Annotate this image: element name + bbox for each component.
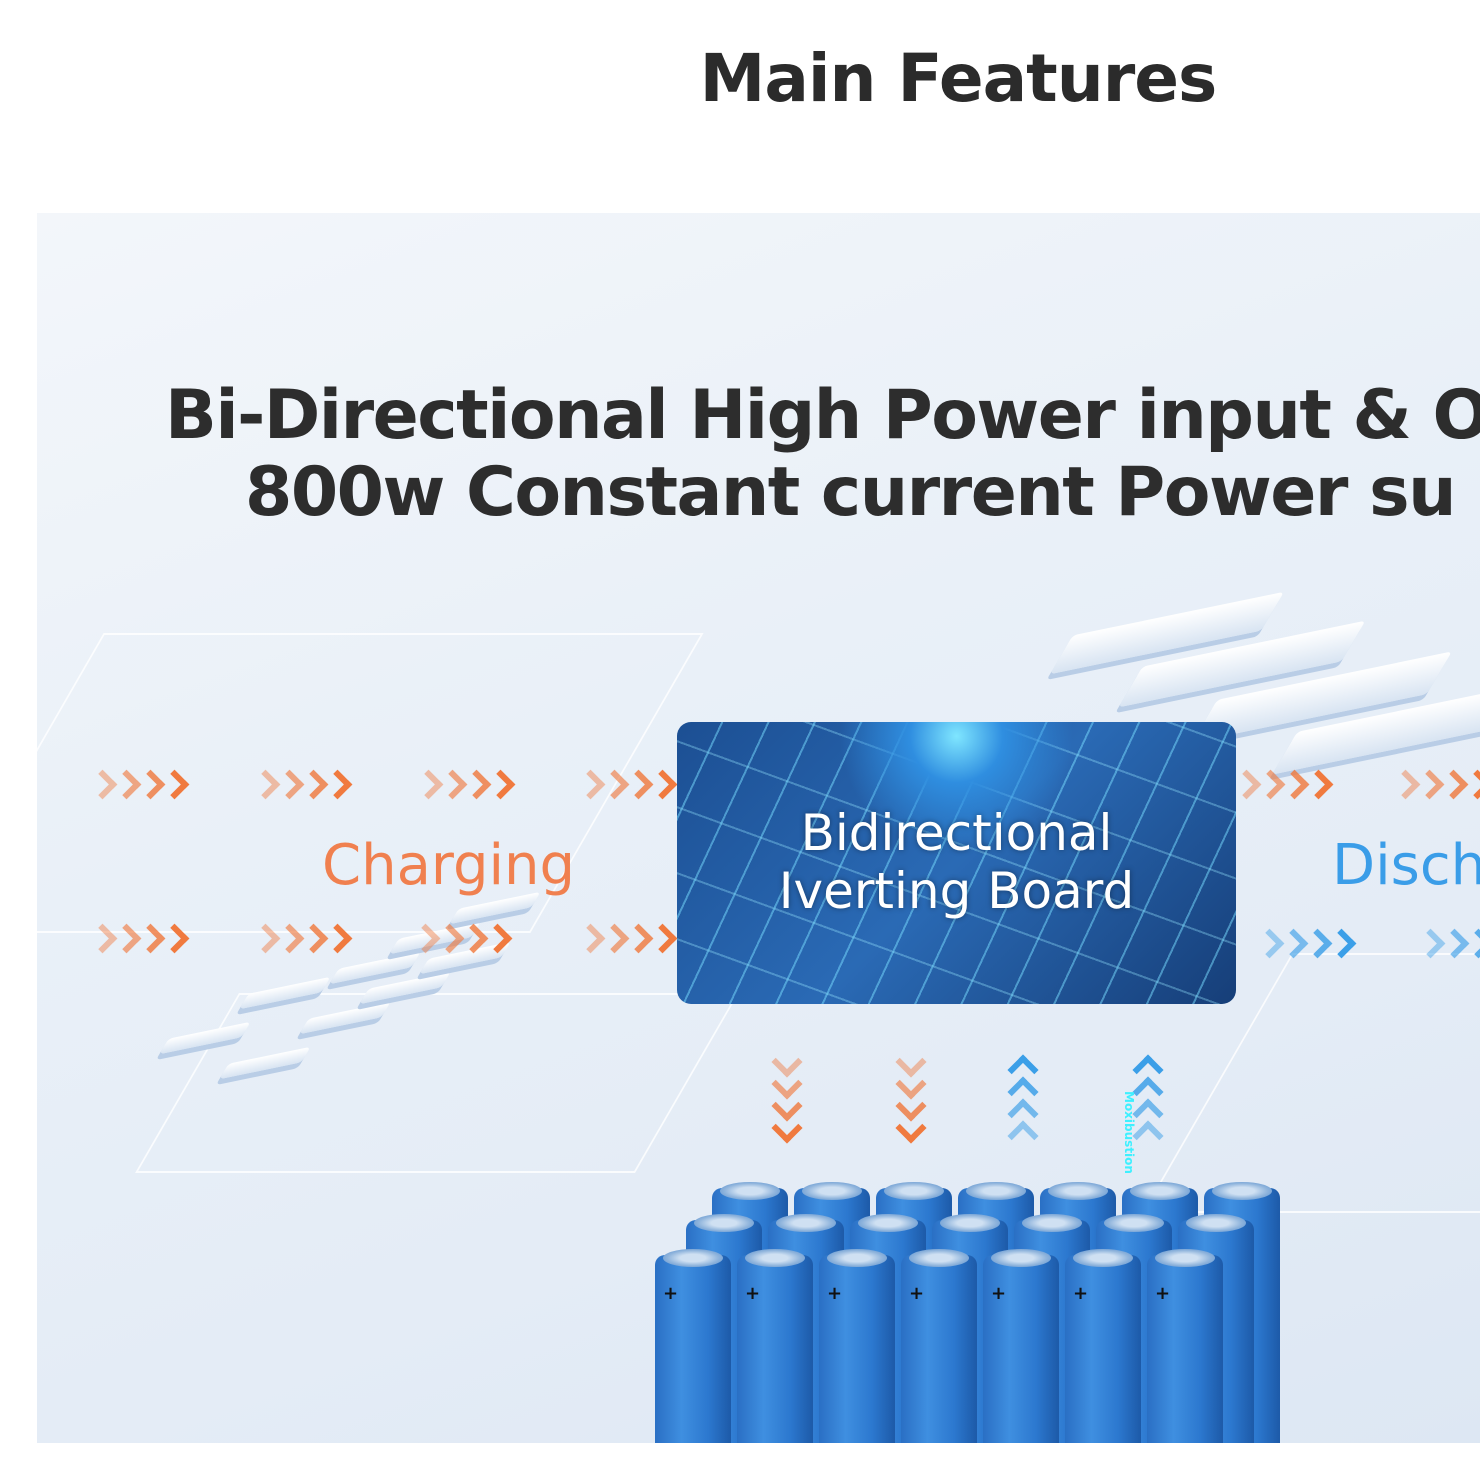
battery-cap — [1073, 1249, 1133, 1267]
plus-icon: + — [745, 1283, 761, 1304]
battery-cell: + — [819, 1249, 895, 1443]
chevron-right-icon — [1259, 928, 1355, 958]
plus-icon: + — [909, 1283, 925, 1304]
battery-cap — [694, 1214, 754, 1232]
battery-cell: + — [983, 1249, 1059, 1443]
battery-cap — [1155, 1249, 1215, 1267]
battery-cap — [720, 1182, 780, 1200]
headline-line-1: Bi-Directional High Power input & O — [165, 376, 1480, 455]
chevron-right-icon — [1395, 769, 1480, 799]
chevron-down-icon — [768, 1051, 802, 1139]
chevron-right-icon — [92, 923, 188, 953]
board-label-line-2: Iverting Board — [778, 862, 1135, 920]
battery-cap — [991, 1249, 1051, 1267]
page-title: Main Features — [699, 40, 1218, 117]
battery-cap — [909, 1249, 969, 1267]
battery-cell: + — [737, 1249, 813, 1443]
chevron-right-icon — [255, 923, 351, 953]
inverting-board-image: Bidirectional Iverting Board — [677, 722, 1236, 1004]
battery-cap — [745, 1249, 805, 1267]
board-label: Bidirectional Iverting Board — [677, 804, 1236, 920]
plus-icon: + — [827, 1283, 843, 1304]
chip — [329, 951, 421, 985]
battery-cell: + — [1147, 1249, 1223, 1443]
chevron-right-icon — [1236, 769, 1332, 799]
battery-cap — [1022, 1214, 1082, 1232]
chevron-right-icon — [418, 769, 514, 799]
chevron-right-icon — [1420, 928, 1480, 958]
battery-cap — [802, 1182, 862, 1200]
battery-cap — [1186, 1214, 1246, 1232]
discharging-label: Disch — [1332, 833, 1480, 898]
chevron-right-icon — [92, 769, 188, 799]
headline-line-2: 800w Constant current Power su — [245, 453, 1457, 532]
battery-cap — [1212, 1182, 1272, 1200]
battery-cap — [940, 1214, 1000, 1232]
battery-cap — [1104, 1214, 1164, 1232]
battery-cell: + — [901, 1249, 977, 1443]
battery-cap — [776, 1214, 836, 1232]
battery-cap — [827, 1249, 887, 1267]
battery-cap — [1048, 1182, 1108, 1200]
chevron-up-icon — [1004, 1051, 1038, 1139]
chevron-right-icon — [415, 923, 511, 953]
plus-icon: + — [663, 1283, 679, 1304]
battery-cap — [884, 1182, 944, 1200]
battery-cap — [858, 1214, 918, 1232]
plus-icon: + — [991, 1283, 1007, 1304]
battery-cap — [966, 1182, 1026, 1200]
plus-icon: + — [1155, 1283, 1171, 1304]
battery-cell: + — [1065, 1249, 1141, 1443]
feature-banner: Bi-Directional High Power input & O 800w… — [37, 213, 1480, 1443]
chevron-down-icon — [892, 1051, 926, 1139]
chevron-right-icon — [580, 769, 676, 799]
plus-icon: + — [1073, 1283, 1089, 1304]
chevron-right-icon — [255, 769, 351, 799]
chevron-right-icon — [580, 923, 676, 953]
battery-cap — [663, 1249, 723, 1267]
battery-cap — [1130, 1182, 1190, 1200]
battery-cell: + — [655, 1249, 731, 1443]
circuit-line — [135, 993, 739, 1173]
watermark: Moxibustion — [1122, 1091, 1136, 1174]
board-label-line-1: Bidirectional — [800, 804, 1113, 862]
charging-label: Charging — [322, 833, 576, 898]
